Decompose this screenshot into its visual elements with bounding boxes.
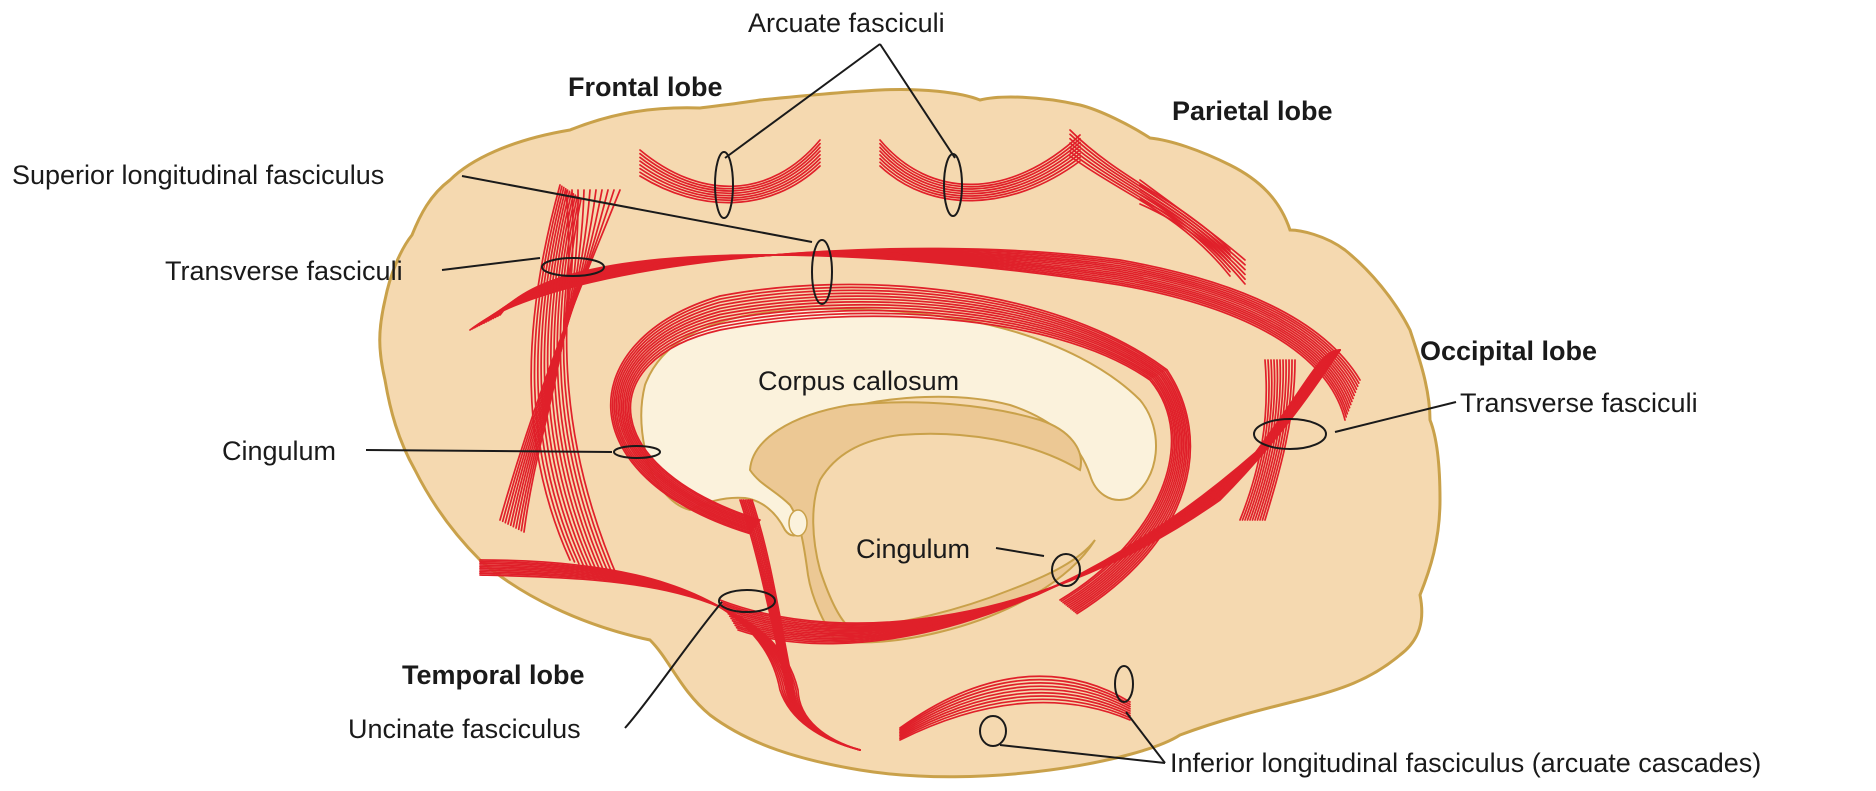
- label-cingulum-center: Cingulum: [856, 536, 970, 563]
- label-superior-longitudinal-fasciculus: Superior longitudinal fasciculus: [12, 162, 384, 189]
- label-frontal-lobe: Frontal lobe: [568, 74, 723, 101]
- label-temporal-lobe: Temporal lobe: [402, 662, 585, 689]
- label-arcuate-fasciculi: Arcuate fasciculi: [748, 10, 945, 37]
- label-inferior-longitudinal-fasciculus: Inferior longitudinal fasciculus (arcuat…: [1170, 750, 1761, 777]
- label-cingulum-left: Cingulum: [222, 438, 336, 465]
- fornix-oval: [789, 510, 807, 536]
- label-corpus-callosum: Corpus callosum: [758, 368, 959, 395]
- label-transverse-fasciculi-right: Transverse fasciculi: [1460, 390, 1698, 417]
- label-uncinate-fasciculus: Uncinate fasciculus: [348, 716, 581, 743]
- label-parietal-lobe: Parietal lobe: [1172, 98, 1333, 125]
- label-occipital-lobe: Occipital lobe: [1420, 338, 1597, 365]
- label-transverse-fasciculi-left: Transverse fasciculi: [165, 258, 403, 285]
